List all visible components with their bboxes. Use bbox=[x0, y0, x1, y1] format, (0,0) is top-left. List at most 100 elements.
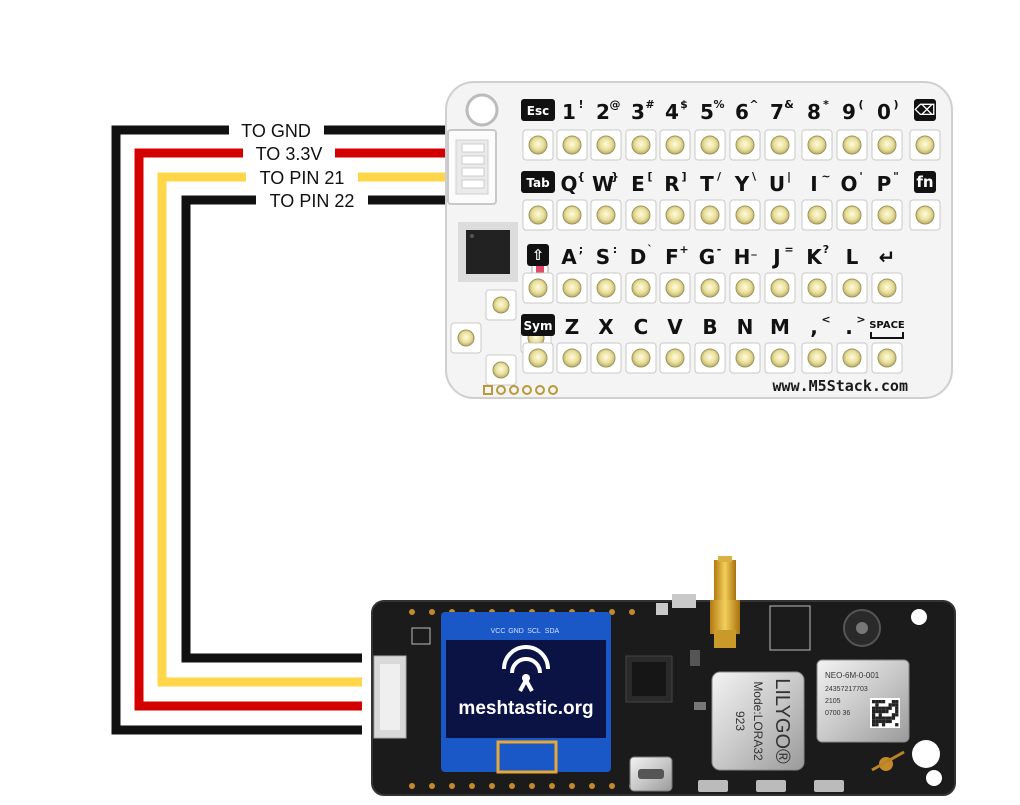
oled-text: meshtastic.org bbox=[458, 698, 593, 719]
key-sublabel: ` bbox=[647, 243, 653, 256]
key-1-2[interactable]: W} bbox=[590, 170, 622, 231]
key-3-9[interactable]: .> bbox=[836, 313, 868, 374]
key-3-1[interactable]: Z bbox=[556, 315, 588, 374]
key-2-8[interactable]: K? bbox=[801, 243, 833, 304]
key-0-2[interactable]: 2@ bbox=[590, 98, 622, 161]
key-sublabel: ) bbox=[893, 98, 898, 111]
wire-label-pin22: TO PIN 22 bbox=[270, 191, 355, 211]
key-2-7[interactable]: J= bbox=[764, 243, 796, 304]
key-sublabel: $ bbox=[680, 98, 688, 111]
key-sublabel: ? bbox=[823, 243, 829, 256]
key-3-3[interactable]: C bbox=[625, 315, 657, 374]
key-label: O bbox=[840, 172, 857, 196]
key-3-10[interactable]: SPACE bbox=[869, 320, 905, 374]
lora-module: LILYGO® Mode:LORA32 923 bbox=[711, 671, 805, 771]
key-0-7[interactable]: 7& bbox=[764, 98, 796, 161]
wire-label-pin21: TO PIN 21 bbox=[260, 168, 345, 188]
key-1-6[interactable]: Y\ bbox=[729, 170, 761, 231]
key-2-1[interactable]: A; bbox=[556, 243, 588, 304]
mcu-chip bbox=[458, 222, 518, 282]
lora-brand: LILYGO® bbox=[771, 678, 793, 764]
key-label: 3 bbox=[631, 100, 645, 124]
key-sublabel: _ bbox=[751, 243, 757, 256]
gps-code-1: 2105 bbox=[825, 698, 841, 705]
key-0-1[interactable]: 1! bbox=[556, 98, 588, 161]
key-sublabel: [ bbox=[647, 170, 652, 183]
gps-module: NEO-6M-0-001 24357217703 2105 0700 36 bbox=[816, 659, 910, 743]
key-label: F bbox=[665, 245, 679, 269]
key-1-10[interactable]: P" bbox=[871, 170, 903, 231]
button-1[interactable] bbox=[698, 780, 728, 792]
key-1-4[interactable]: R] bbox=[659, 170, 691, 231]
key-label: X bbox=[598, 315, 614, 339]
key-0-9[interactable]: 9( bbox=[836, 98, 868, 161]
key-label: P bbox=[877, 172, 892, 196]
key-1-0[interactable]: Tab bbox=[521, 171, 555, 231]
key-1-9[interactable]: O' bbox=[836, 170, 868, 231]
m5stack-url: www.M5Stack.com bbox=[773, 377, 908, 395]
key-0-5[interactable]: 5% bbox=[694, 98, 726, 161]
key-3-8[interactable]: ,< bbox=[801, 313, 833, 374]
key-sublabel: ] bbox=[681, 170, 686, 183]
key-1-5[interactable]: T/ bbox=[694, 170, 726, 231]
key-label: A bbox=[561, 245, 577, 269]
header-pads bbox=[483, 385, 558, 395]
key-sublabel: ' bbox=[859, 170, 862, 183]
key-1-7[interactable]: U| bbox=[764, 170, 796, 231]
key-label: 8 bbox=[807, 100, 821, 124]
oled-pin-label: SDA bbox=[545, 628, 560, 635]
key-label: R bbox=[664, 172, 679, 196]
key-2-2[interactable]: S: bbox=[590, 243, 622, 304]
qr-code bbox=[870, 698, 900, 728]
key-3-0[interactable]: Sym bbox=[521, 314, 555, 374]
key-0-10[interactable]: 0) bbox=[871, 98, 903, 161]
oled-pin-label: VCC bbox=[491, 628, 506, 635]
key-3-4[interactable]: V bbox=[659, 315, 691, 374]
key-label: I bbox=[810, 172, 817, 196]
key-2-0[interactable]: ⇧ bbox=[522, 244, 554, 304]
key-0-4[interactable]: 4$ bbox=[659, 98, 691, 161]
key-1-1[interactable]: Q{ bbox=[556, 170, 588, 231]
key-label: Z bbox=[565, 315, 580, 339]
key-2-10[interactable]: ↵ bbox=[871, 245, 903, 304]
button-2[interactable] bbox=[756, 780, 786, 792]
key-3-2[interactable]: X bbox=[590, 315, 622, 374]
key-2-6[interactable]: H_ bbox=[729, 243, 761, 304]
key-1-8[interactable]: I~ bbox=[801, 170, 833, 231]
dpad-button-3[interactable] bbox=[485, 354, 517, 386]
key-3-6[interactable]: N bbox=[729, 315, 761, 374]
key-0-3[interactable]: 3# bbox=[625, 98, 657, 161]
wire-label-3v3: TO 3.3V bbox=[256, 144, 323, 164]
key-label: 2 bbox=[596, 100, 610, 124]
key-2-3[interactable]: D` bbox=[625, 243, 657, 304]
key-label: H bbox=[734, 245, 751, 269]
key-sublabel: - bbox=[717, 243, 722, 256]
key-label: S bbox=[596, 245, 610, 269]
key-sublabel: } bbox=[611, 170, 619, 183]
key-label: E bbox=[631, 172, 645, 196]
mounting-hole bbox=[465, 93, 499, 127]
key-2-4[interactable]: F+ bbox=[659, 243, 691, 304]
key-label: ↵ bbox=[879, 245, 896, 269]
button-3[interactable] bbox=[814, 780, 844, 792]
key-0-0[interactable]: Esc bbox=[521, 99, 555, 161]
key-0-11[interactable]: ⌫ bbox=[909, 99, 941, 161]
key-label: B bbox=[702, 315, 717, 339]
key-2-9[interactable]: L bbox=[836, 245, 868, 304]
key-1-3[interactable]: E[ bbox=[625, 170, 657, 231]
dpad-button-0[interactable] bbox=[485, 289, 517, 321]
key-label: , bbox=[810, 315, 818, 339]
key-3-7[interactable]: M bbox=[764, 315, 796, 374]
key-label: V bbox=[667, 315, 683, 339]
key-0-8[interactable]: 8* bbox=[801, 98, 833, 161]
dpad-button-1[interactable] bbox=[450, 322, 482, 354]
key-label: 6 bbox=[735, 100, 749, 124]
key-sublabel: ^ bbox=[749, 98, 758, 111]
key-0-6[interactable]: 6^ bbox=[729, 98, 761, 161]
key-1-11[interactable]: fn bbox=[909, 171, 941, 231]
key-sublabel: < bbox=[821, 313, 830, 326]
key-3-5[interactable]: B bbox=[694, 315, 726, 374]
key-2-5[interactable]: G- bbox=[694, 243, 726, 304]
gps-serial: 24357217703 bbox=[825, 686, 868, 693]
